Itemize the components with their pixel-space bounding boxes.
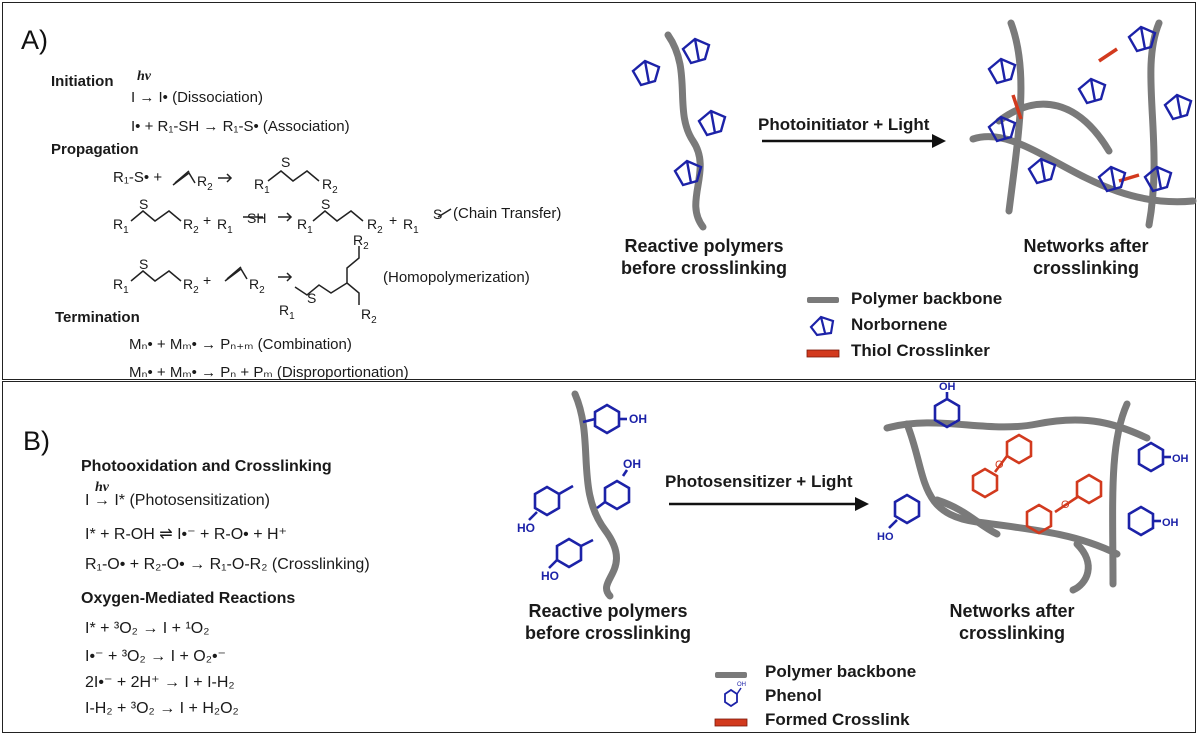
hv-label-b: hν [95,480,109,495]
svg-text:R2: R2 [183,216,199,236]
reaction-arrow-b [669,497,869,511]
before-label-b-line1: Reactive polymers [528,601,688,621]
network-after-b: O O OH HO OH OH [877,381,1189,594]
after-label-a-line1: Networks after [1023,236,1149,256]
panel-b: B) Photooxidation and Crosslinking hν I … [2,381,1196,733]
svg-text:S: S [281,154,290,170]
svg-text:R2: R2 [322,176,338,196]
oh-label-4: OH [1172,453,1189,465]
initiation-heading: Initiation [51,73,114,90]
svg-text:R1: R1 [113,216,129,236]
singlet-oxygen-equation: I* + ³O₂ → I + ¹O₂ [85,620,210,637]
svg-text:R2: R2 [367,216,383,236]
phenol-icon-oh: OH [737,682,746,688]
before-label-b-line2: before crosslinking [524,623,692,643]
svg-text:R2: R2 [249,276,265,296]
svg-text:+: + [203,272,211,288]
panel-a-label: A) [21,25,48,55]
arrow-label-a: Photoinitiator + Light [758,115,930,134]
svg-text:R1: R1 [403,216,419,236]
svg-text:R1: R1 [113,276,129,296]
svg-text:+: + [389,212,397,228]
oh-label-2: OH [623,457,641,471]
legend-thiol-crosslinker-label: Thiol Crosslinker [851,341,990,360]
svg-text:R2: R2 [183,276,199,296]
svg-text:S: S [307,290,316,306]
phenol-icon: OH [724,682,746,708]
oh-label-1: OH [629,412,647,426]
svg-text:R1: R1 [254,176,270,196]
arrow-label-b: Photosensitizer + Light [665,472,853,491]
legend-backbone-swatch-a [807,297,839,303]
svg-text:R2: R2 [361,306,377,326]
propagation-heading: Propagation [51,141,139,158]
legend-crosslinker-swatch-a [806,349,840,358]
svg-text:R1: R1 [217,216,233,236]
photosensitization-equation: I → I* (Photosensitization) [85,492,270,509]
reduction-equation: 2I•⁻ + 2H⁺ → I + I-H₂ [85,674,235,691]
svg-text:SH: SH [247,210,266,226]
ho-label-3: HO [877,531,894,543]
electron-transfer-equation: I* + R-OH ⇌ I•⁻ + R-O• + H⁺ [85,526,287,543]
panel-a: A) Initiation hν I → I• (Dissociation) I… [2,2,1197,381]
before-label-a-line2: before crosslinking [620,258,788,278]
svg-text:S: S [139,196,148,212]
svg-text:R2: R2 [353,232,369,252]
norbornene-icon [809,315,835,337]
reactive-polymer-before-b: OH HO OH HO [517,390,647,600]
ho-label-1: HO [517,521,535,535]
after-label-b-line1: Networks after [949,601,1075,621]
photooxidation-heading: Photooxidation and Crosslinking [81,458,332,475]
ho-label-2: HO [541,569,559,583]
homopolymerization-label: (Homopolymerization) [383,269,530,286]
legend-formed-crosslink-label: Formed Crosslink [765,710,910,729]
chain-transfer-label: (Chain Transfer) [453,205,562,222]
svg-text:R1: R1 [279,302,295,322]
oxygen-reactions-heading: Oxygen-Mediated Reactions [81,590,296,607]
reactive-polymer-before-a [631,31,727,231]
termination-heading: Termination [55,309,140,326]
after-label-a-line2: crosslinking [1032,258,1140,278]
svg-text:R1: R1 [297,216,313,236]
legend-backbone-label-b: Polymer backbone [765,662,917,681]
peroxide-equation: I-H₂ + ³O₂ → I + H₂O₂ [85,700,239,717]
svg-text:S: S [321,196,330,212]
legend-phenol-label: Phenol [765,686,822,705]
disproportionation-equation: Mₙ• + Mₘ• → Pₙ + Pₘ (Disproportionation) [129,364,409,381]
svg-text:+: + [203,212,211,228]
panel-b-label: B) [23,426,50,456]
svg-text:R2: R2 [197,173,213,193]
after-label-b-line2: crosslinking [958,623,1066,643]
legend-backbone-label-a: Polymer backbone [851,289,1003,308]
superoxide-equation: I•⁻ + ³O₂ → I + O₂•⁻ [85,648,226,665]
crosslinking-equation: R₁-O• + R₂-O• → R₁-O-R₂ (Crosslinking) [85,556,370,573]
combination-equation: Mₙ• + Mₘ• → Pₙ₊ₘ (Combination) [129,336,352,353]
oh-label-3: OH [939,381,956,393]
network-after-a [969,19,1197,229]
before-label-a-line1: Reactive polymers [624,236,784,256]
reaction-arrow-a [762,134,946,148]
legend-backbone-swatch-b [715,672,747,678]
svg-text:S: S [433,206,442,222]
propagation-eq1-left: R₁-S• + [113,169,163,186]
oh-label-5: OH [1162,517,1179,529]
svg-text:S: S [139,256,148,272]
propagation-structures: R2 R1 S R2 R1 S R2 + R1 SH R1 S R2 + R1 … [113,154,452,326]
hv-label-a: hν [137,69,151,84]
legend-norbornene-label: Norbornene [851,315,948,334]
legend-crosslink-swatch-b [714,718,748,727]
ether-oxygen-1: O [995,459,1004,471]
association-equation: I• + R₁-SH → R₁-S• (Association) [131,118,350,135]
ether-oxygen-2: O [1061,499,1070,511]
dissociation-equation: I → I• (Dissociation) [131,89,263,106]
